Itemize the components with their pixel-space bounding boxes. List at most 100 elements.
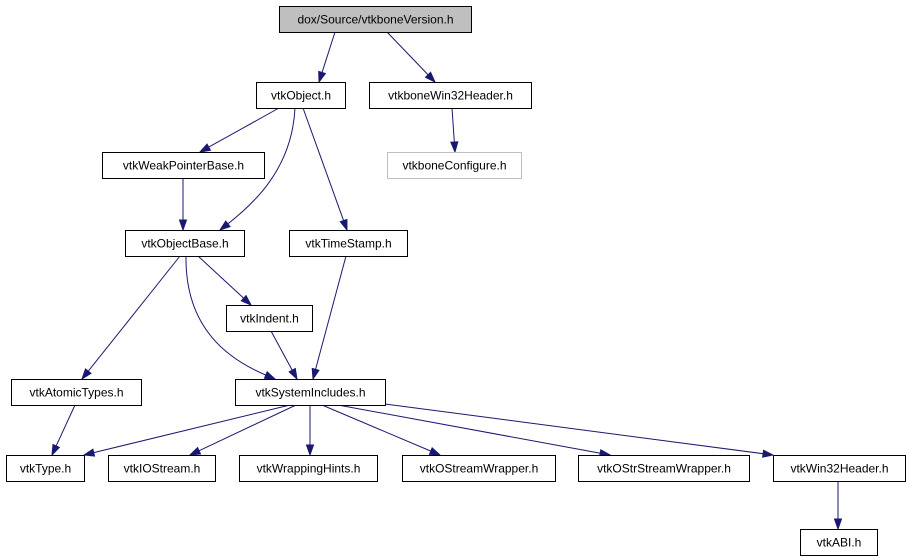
arrow-head — [833, 518, 843, 531]
node-label: vtkIndent.h — [240, 312, 299, 326]
node-vtkWin32Header[interactable]: vtkWin32Header.h — [773, 455, 906, 482]
edge-root-to-vtkObject — [318, 31, 336, 84]
node-label: vtkObjectBase.h — [141, 237, 228, 251]
node-box[interactable] — [108, 455, 216, 482]
node-label: vtkType.h — [20, 462, 71, 476]
node-label: vtkABI.h — [817, 536, 862, 550]
edge-vtkIndent-to-vtkSystemIncludes — [270, 330, 298, 381]
arrow-head — [263, 371, 277, 380]
node-box[interactable] — [235, 379, 386, 406]
node-box[interactable] — [102, 152, 265, 179]
node-vtkIOStream[interactable]: vtkIOStream.h — [108, 455, 216, 482]
edge-line — [451, 107, 455, 144]
node-vtkWrappingHints[interactable]: vtkWrappingHints.h — [239, 455, 378, 482]
arrow-head — [198, 143, 212, 153]
arrow-head — [318, 70, 327, 84]
arrow-head — [178, 219, 188, 232]
edge-line — [386, 31, 430, 76]
edge-vtkWin32Header-to-vtkABI — [833, 481, 843, 531]
edge-vtkObject-to-vtkWeakPointerBase — [198, 107, 280, 153]
node-box — [279, 6, 472, 33]
node-box[interactable] — [773, 455, 906, 482]
edge-line — [87, 255, 181, 373]
arrow-head — [81, 368, 92, 381]
arrow-head — [428, 447, 442, 456]
edge-line — [207, 107, 280, 149]
node-box[interactable] — [11, 379, 142, 406]
edge-vtkObject-to-vtkTimeStamp — [302, 107, 348, 232]
edge-vtkObjectBase-to-vtkAtomicTypes — [81, 255, 181, 381]
node-box[interactable] — [578, 455, 750, 482]
node-box[interactable] — [239, 455, 378, 482]
node-label: vtkWrappingHints.h — [257, 462, 361, 476]
arrow-head — [188, 446, 202, 456]
edges-layer — [51, 31, 843, 531]
node-box[interactable] — [226, 305, 313, 332]
edge-vtkWeakPointerBase-to-vtkObjectBase — [178, 178, 188, 232]
edge-line — [270, 330, 294, 372]
edge-vtkSystemIncludes-to-vtkWrappingHints — [305, 405, 315, 457]
node-vtkboneWin32Header[interactable]: vtkboneWin32Header.h — [369, 82, 532, 109]
arrow-head — [424, 71, 437, 84]
node-vtkABI[interactable]: vtkABI.h — [800, 529, 878, 556]
node-vtkSystemIncludes[interactable]: vtkSystemIncludes.h — [235, 379, 386, 406]
node-vtkOStrStreamWrapper[interactable]: vtkOStrStreamWrapper.h — [578, 455, 750, 482]
node-vtkTimeStamp[interactable]: vtkTimeStamp.h — [289, 230, 408, 257]
arrow-head — [339, 218, 348, 232]
node-vtkAtomicTypes[interactable]: vtkAtomicTypes.h — [11, 379, 142, 406]
node-vtkIndent[interactable]: vtkIndent.h — [226, 305, 313, 332]
edge-line — [321, 404, 432, 452]
arrow-head — [218, 220, 231, 231]
node-vtkOStreamWrapper[interactable]: vtkOStreamWrapper.h — [402, 455, 556, 482]
node-vtkType[interactable]: vtkType.h — [6, 455, 85, 482]
edge-vtkAtomicTypes-to-vtkType — [51, 404, 76, 457]
edge-vtkObjectBase-to-vtkSystemIncludes — [185, 255, 277, 380]
node-box[interactable] — [256, 82, 346, 109]
node-label: vtkOStreamWrapper.h — [420, 462, 539, 476]
edge-vtkSystemIncludes-to-vtkWin32Header — [384, 403, 775, 458]
edge-vtkSystemIncludes-to-vtkType — [82, 404, 291, 457]
arrow-head — [311, 367, 320, 381]
edge-line — [226, 107, 296, 225]
edge-line — [337, 404, 602, 454]
node-label: vtkWeakPointerBase.h — [123, 159, 244, 173]
edge-vtkTimeStamp-to-vtkSystemIncludes — [311, 255, 347, 381]
node-root: dox/Source/vtkboneVersion.h — [279, 6, 472, 33]
node-box[interactable] — [800, 529, 878, 556]
edge-line — [197, 404, 297, 452]
edge-line — [92, 404, 291, 454]
edge-vtkSystemIncludes-to-vtkIOStream — [188, 404, 297, 456]
node-label: vtkIOStream.h — [124, 462, 201, 476]
node-label: vtkboneWin32Header.h — [388, 89, 513, 103]
node-label: vtkWin32Header.h — [790, 462, 888, 476]
arrow-head — [82, 448, 96, 457]
arrow-head — [51, 443, 61, 457]
node-label: vtkAtomicTypes.h — [29, 386, 123, 400]
node-vtkObjectBase[interactable]: vtkObjectBase.h — [125, 230, 245, 257]
node-box — [387, 152, 522, 179]
edge-line — [55, 404, 76, 448]
node-box[interactable] — [369, 82, 532, 109]
edge-line — [197, 255, 245, 300]
arrow-head — [288, 367, 298, 381]
node-box[interactable] — [125, 230, 245, 257]
node-vtkObject[interactable]: vtkObject.h — [256, 82, 346, 109]
edge-vtkSystemIncludes-to-vtkOStrStreamWrapper — [337, 404, 612, 458]
node-box[interactable] — [402, 455, 556, 482]
node-box[interactable] — [6, 455, 85, 482]
node-vtkWeakPointerBase[interactable]: vtkWeakPointerBase.h — [102, 152, 265, 179]
edge-line — [321, 31, 336, 74]
arrow-head — [762, 449, 775, 458]
node-label: vtkboneConfigure.h — [402, 159, 506, 173]
nodes-layer: dox/Source/vtkboneVersion.h vtkObject.h vt… — [6, 6, 906, 556]
arrow-head — [450, 141, 459, 154]
node-box[interactable] — [289, 230, 408, 257]
node-label: vtkOStrStreamWrapper.h — [597, 462, 731, 476]
edge-vtkSystemIncludes-to-vtkOStreamWrapper — [321, 404, 442, 456]
edge-line — [384, 403, 765, 455]
edge-vtkboneWin32Header-to-vtkboneConfigure — [450, 107, 459, 154]
node-label: vtkObject.h — [271, 89, 331, 103]
arrow-head — [240, 294, 253, 307]
arrow-head — [305, 444, 315, 457]
